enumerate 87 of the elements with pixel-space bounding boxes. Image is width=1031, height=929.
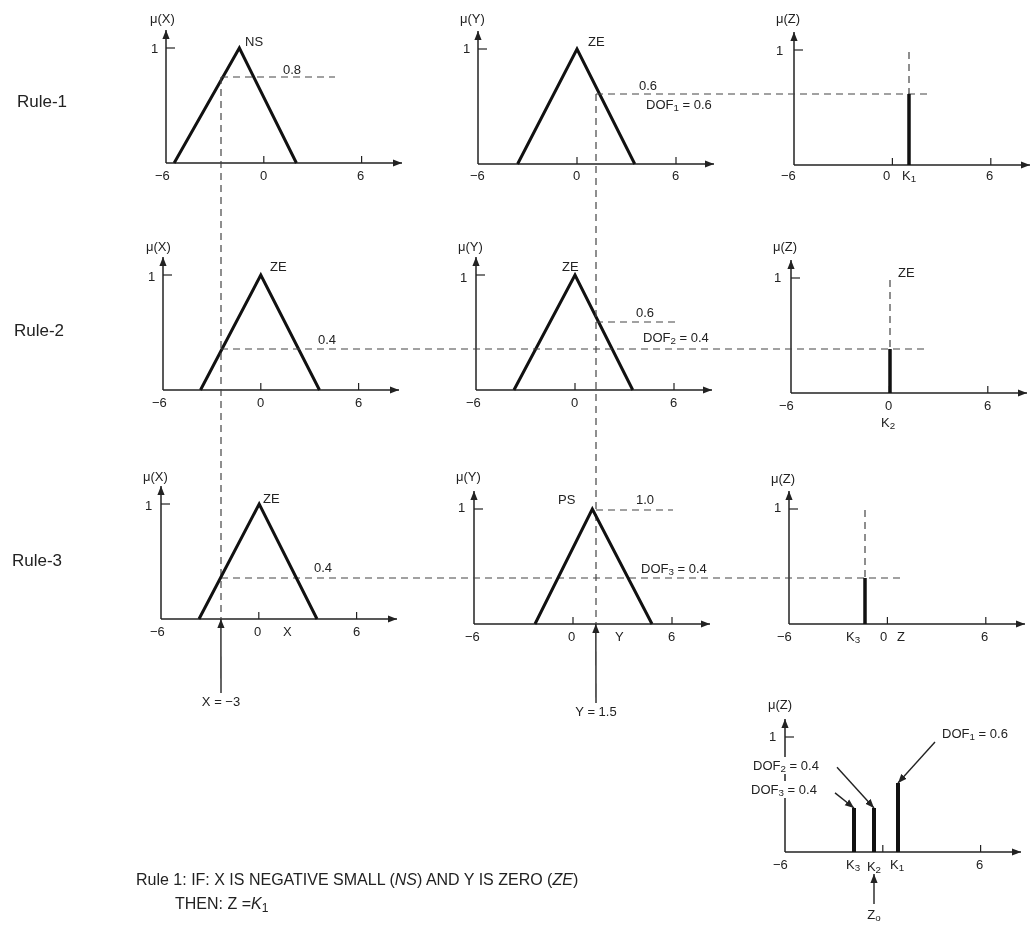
tick-label: −6: [150, 625, 165, 638]
dof-label: DOF$_{3}$ = 0.4: [641, 562, 707, 575]
tick-label: −6: [773, 858, 788, 871]
axis-title: μ(X): [143, 470, 168, 483]
tick-label: 0: [571, 396, 579, 409]
dof-label: DOF$_{3}$ = 0.4: [751, 781, 817, 798]
tick-label: 0: [257, 396, 265, 409]
tick-label: 0: [260, 169, 268, 182]
axis-title: μ(Y): [458, 240, 483, 253]
tick-label: −6: [465, 630, 480, 643]
tick-label: 1: [151, 42, 159, 55]
value-label: 0.8: [283, 63, 302, 76]
singleton-bar: [872, 808, 876, 852]
input-label: Y = 1.5: [575, 704, 617, 718]
set-label: ZE: [562, 260, 579, 273]
output-label: Z$_{o}$: [867, 907, 881, 921]
tick-label: 1: [148, 270, 156, 283]
tick-label: 1: [460, 271, 468, 284]
dof-label: DOF$_{1}$ = 0.6: [646, 98, 712, 111]
dof-label: DOF$_{2}$ = 0.4: [753, 757, 819, 774]
tick-label: K$_{3}$: [846, 630, 861, 643]
tick-label: 0: [885, 399, 893, 412]
set-label: ZE: [270, 260, 287, 273]
rule-text: Rule 1: IF: X IS NEGATIVE SMALL (NS) AND Y IS ZERO (ZE): [136, 872, 579, 888]
arrow: [870, 873, 878, 905]
arrow: [834, 792, 855, 809]
tick-label: 6: [670, 396, 678, 409]
input-label: X = −3: [201, 694, 241, 708]
axis-title: μ(Z): [771, 472, 796, 485]
set-label: ZE: [263, 492, 280, 505]
rule-label: Rule-1: [17, 93, 68, 110]
set-label: NS: [245, 35, 264, 48]
rule-text: THEN: Z =K$_{1}$: [175, 896, 269, 912]
tick-label: 1: [145, 499, 153, 512]
axis-title: μ(X): [146, 240, 171, 253]
axis-title: μ(Z): [776, 12, 801, 25]
value-label: 0.6: [639, 79, 658, 92]
tick-label: 6: [668, 630, 676, 643]
tick-label: K$_{1}$: [902, 169, 917, 182]
value-label: 0.4: [314, 561, 333, 574]
tick-label: −6: [777, 630, 792, 643]
arrow: [836, 766, 875, 809]
tick-label: K$_{2}$: [866, 859, 882, 873]
tick-label: −6: [470, 169, 485, 182]
tick-label: 1: [769, 730, 777, 743]
tick-label: −6: [155, 169, 170, 182]
rule-label: Rule-2: [14, 322, 65, 339]
tick-label: 6: [984, 399, 992, 412]
value-label: 0.6: [636, 306, 655, 319]
tick-label: 6: [986, 169, 994, 182]
axis-variable: Z: [897, 630, 905, 643]
tick-label: −6: [781, 169, 796, 182]
singleton-bar: [896, 783, 900, 852]
tick-label: 6: [357, 169, 365, 182]
axis-title: μ(Y): [460, 12, 485, 25]
rule-label: Rule-3: [12, 552, 63, 569]
tick-label: 6: [672, 169, 680, 182]
tick-label: 1: [776, 44, 784, 57]
axis-title: μ(Z): [768, 698, 793, 711]
tick-label: 1: [774, 501, 782, 514]
tick-label: 6: [981, 630, 989, 643]
set-label: ZE: [588, 35, 605, 48]
tick-label: −6: [466, 396, 481, 409]
set-label: ZE: [898, 266, 915, 279]
tick-label: −6: [779, 399, 794, 412]
singleton-bar: [852, 808, 856, 852]
tick-label: K$_{2}$: [881, 416, 896, 429]
tick-label: K$_{1}$: [890, 858, 905, 871]
tick-label: −6: [152, 396, 167, 409]
arrow: [592, 623, 600, 704]
tick-label: 0: [883, 169, 891, 182]
tick-label: 0: [573, 169, 581, 182]
tick-label: 1: [458, 501, 466, 514]
tick-label: K$_{3}$: [846, 858, 861, 871]
tick-label: 6: [353, 625, 361, 638]
tick-label: 0: [880, 630, 888, 643]
tick-label: 6: [976, 858, 984, 871]
axis-title: μ(Y): [456, 470, 481, 483]
arrow: [897, 741, 936, 784]
arrow: [217, 618, 225, 694]
tick-label: 6: [355, 396, 363, 409]
axis-title: μ(X): [150, 12, 175, 25]
axis-title: μ(Z): [773, 240, 798, 253]
tick-label: 1: [463, 42, 471, 55]
dof-label: DOF$_{2}$ = 0.4: [643, 331, 709, 344]
tick-label: 1: [774, 271, 782, 284]
value-label: 0.4: [318, 333, 337, 346]
